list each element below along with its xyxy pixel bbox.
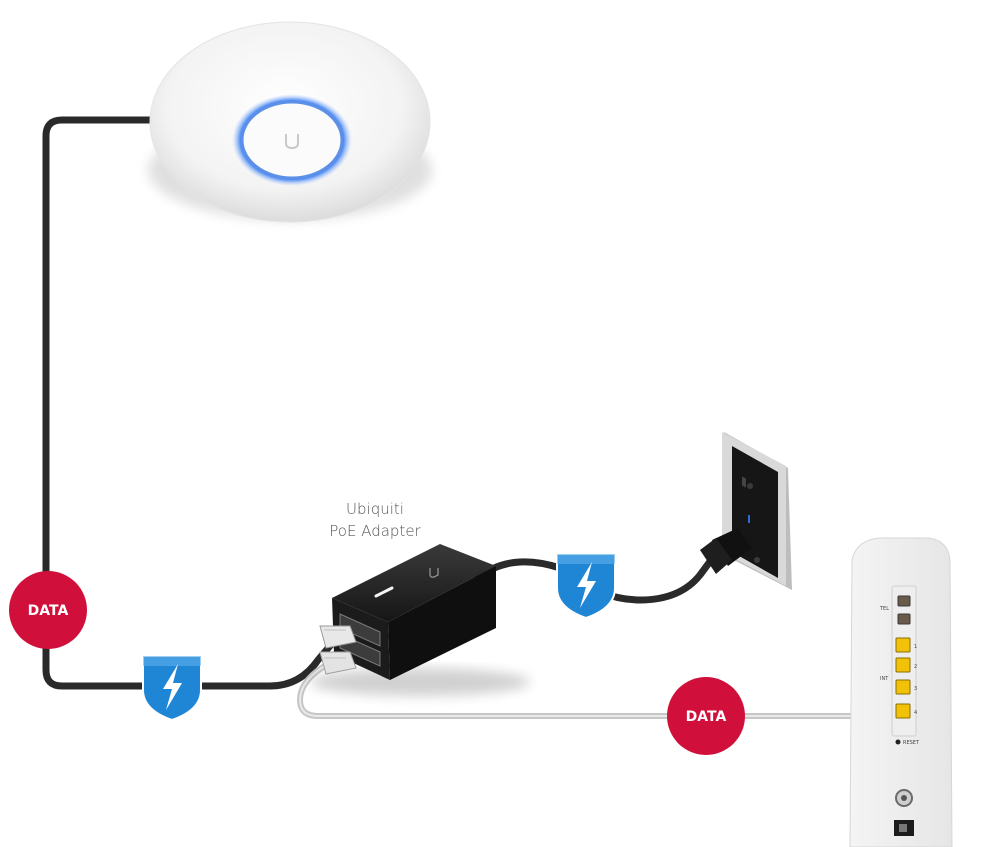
modem-reset-button [895,739,901,745]
modem-port-number-1: 1 [914,644,917,650]
adapter-caption-line1: Ubiquiti [346,500,404,518]
modem-lan-port-3 [895,679,911,695]
poe-cable-to-access-point [42,116,339,690]
adapter-caption-line2: PoE Adapter [329,522,421,540]
access-point-center [240,100,344,180]
lightning-shield-icon [556,553,616,620]
modem-lan-port-1 [895,637,911,653]
modem-tel-port-2 [897,613,911,625]
modem-lan-port-4 [895,703,911,719]
poe-adapter [310,544,530,696]
wall-outlet [722,432,792,590]
svg-text:DATA: DATA [28,603,69,619]
svg-text:DATA: DATA [686,709,727,725]
modem-port-number-2: 2 [914,664,917,670]
modem-port-number-3: 3 [914,686,917,692]
data-badge-left: DATA [9,571,87,649]
data-badge-bottom: DATA [667,677,745,755]
modem-port-number-4: 4 [914,710,917,716]
modem-reset-label: RESET [903,740,920,746]
modem-tel-port-1 [897,595,911,607]
modem-int-label: INT [880,676,889,682]
poe-adapter-top [332,544,496,622]
modem-tel-label: TEL [879,606,889,612]
poe-adapter-led [374,586,394,598]
rj45-plug-poe [319,625,357,649]
poe-adapter-logo-icon [429,568,439,578]
lightning-shield-icon [142,655,202,722]
power-plug [700,528,752,574]
lan-cable-highlight [298,663,899,717]
modem: TEL INT 1 2 3 4 RESET [849,537,953,847]
access-point [148,21,432,223]
rj45-plug-lan [319,651,357,675]
modem-lan-port-2 [895,657,911,673]
ubiquiti-logo-icon [285,134,299,150]
